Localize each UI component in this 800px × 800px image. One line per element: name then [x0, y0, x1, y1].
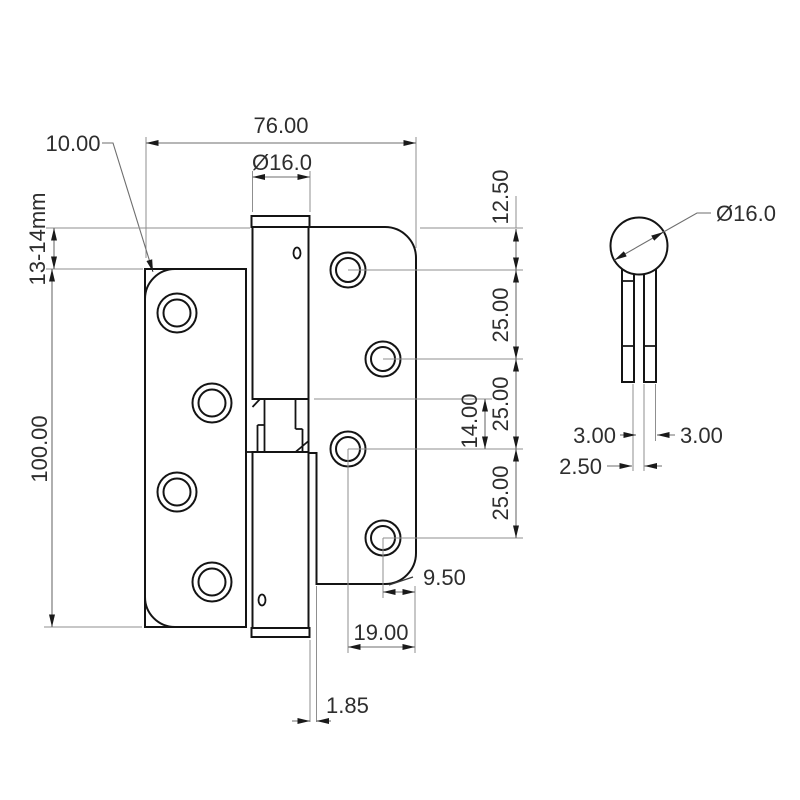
dim-knuckle-gap-label: 1.85	[326, 693, 369, 718]
dim-hole-pitch-3-label: 25.00	[488, 465, 513, 520]
knuckle-upper-barrel	[251, 226, 310, 400]
knuckle-lower-barrel	[251, 451, 310, 629]
knuckle-joint-lines	[246, 398, 310, 453]
dim-pin-engagement-label: 14.00	[457, 393, 482, 448]
dim-hole-edge: 9.50	[382, 538, 466, 653]
dim-leaf-gap-label: 2.50	[559, 454, 602, 479]
dim-knuckle-diameter: Ø16.0	[252, 150, 312, 212]
dim-pin-diameter: Ø16.0	[614, 201, 776, 261]
main-view: 76.00 Ø16.0 10.00 13-14mm 100.00	[25, 113, 523, 724]
dim-knuckle-diameter-label: Ø16.0	[252, 150, 312, 175]
dim-top-offset: 13-14mm	[25, 193, 250, 286]
dim-pin-diameter-label: Ø16.0	[716, 201, 776, 226]
left-leaf-screw-holes	[156, 292, 233, 603]
left-leaf-corner-fillet-bottom	[144, 596, 176, 628]
dim-hole-top-label: 12.50	[488, 169, 513, 224]
dim-overall-height: 100.00	[27, 269, 142, 628]
dim-hole-center-edge-label: 19.00	[353, 620, 408, 645]
detail-leg-ticks	[622, 280, 656, 347]
detail-view: Ø16.0 3.00 3.00 2.50	[559, 201, 776, 479]
left-leaf-corner-fillet-top	[144, 268, 176, 300]
dim-hole-pitch-2-label: 25.00	[488, 376, 513, 431]
dim-leaf-gap: 2.50	[559, 454, 662, 479]
dim-overall-width: 76.00	[145, 113, 417, 258]
dim-hole-edge-label: 9.50	[423, 565, 466, 590]
knuckle-top-cap	[250, 215, 311, 228]
dim-top-offset-label: 13-14mm	[25, 193, 50, 286]
dim-overall-height-label: 100.00	[27, 415, 52, 482]
dim-overall-width-label: 76.00	[253, 113, 308, 138]
lower-pin-hole	[257, 593, 267, 607]
dim-hole-pitch-1-label: 25.00	[488, 287, 513, 342]
dim-corner-radius: 10.00	[45, 131, 154, 273]
knuckle-bottom-cap	[250, 627, 311, 638]
upper-pin-hole	[292, 246, 302, 260]
left-leaf-plate	[144, 268, 247, 628]
dim-leaf-thicknesses: 3.00 3.00	[573, 384, 723, 471]
detail-right-leg	[643, 263, 657, 383]
dim-knuckle-gap: 1.85	[292, 586, 369, 724]
dim-hole-chain: 12.50 25.00 25.00 25.00	[348, 169, 523, 539]
right-leaf-plate	[307, 226, 417, 585]
dim-right-leaf-thickness-label: 3.00	[680, 423, 723, 448]
dim-pin-engagement: 14.00	[314, 393, 492, 449]
dim-corner-radius-label: 10.00	[45, 131, 100, 156]
dim-left-leaf-thickness-label: 3.00	[573, 423, 616, 448]
dim-hole-center-edge: 19.00	[347, 449, 415, 653]
